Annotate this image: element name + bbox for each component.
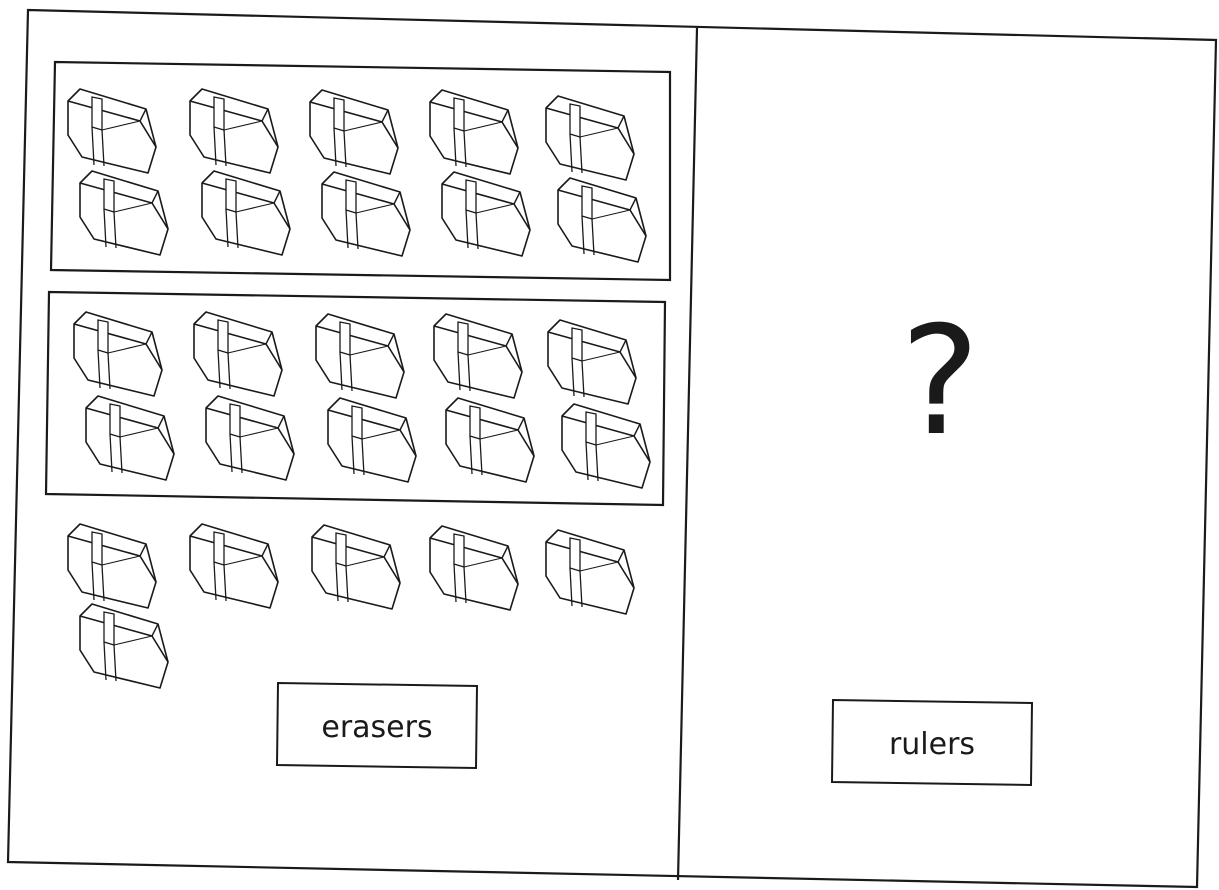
eraser-icon (558, 178, 646, 262)
ten-group-1 (68, 89, 646, 262)
eraser-icon (80, 604, 168, 688)
eraser-icon (194, 312, 282, 396)
erasers-label: erasers (321, 710, 432, 745)
eraser-icon (442, 172, 530, 256)
eraser-icon (316, 314, 404, 398)
eraser-icon (74, 312, 162, 396)
unknown-quantity-mark: ? (900, 295, 980, 469)
eraser-icon (312, 525, 400, 609)
eraser-icon (206, 396, 294, 480)
ten-group-2 (74, 312, 650, 488)
left-panel: erasers (46, 62, 670, 768)
eraser-icon (322, 172, 410, 256)
loose-group (68, 524, 634, 688)
eraser-icon (546, 96, 634, 180)
eraser-icon (86, 396, 174, 480)
eraser-icon (548, 320, 636, 404)
eraser-icon (310, 90, 398, 174)
panel-divider (678, 28, 697, 880)
eraser-icon (328, 398, 416, 482)
eraser-icon (434, 314, 522, 398)
right-panel: ? rulers (832, 295, 1032, 785)
eraser-icon (446, 398, 534, 482)
eraser-icon (202, 171, 290, 255)
eraser-icon (190, 89, 278, 173)
eraser-icon (68, 524, 156, 608)
eraser-icon (546, 530, 634, 614)
eraser-icon (80, 171, 168, 255)
rulers-label: rulers (889, 727, 975, 762)
eraser-icon (562, 404, 650, 488)
eraser-icon (430, 90, 518, 174)
eraser-icon (430, 526, 518, 610)
eraser-icon (190, 524, 278, 608)
eraser-icon (68, 89, 156, 173)
